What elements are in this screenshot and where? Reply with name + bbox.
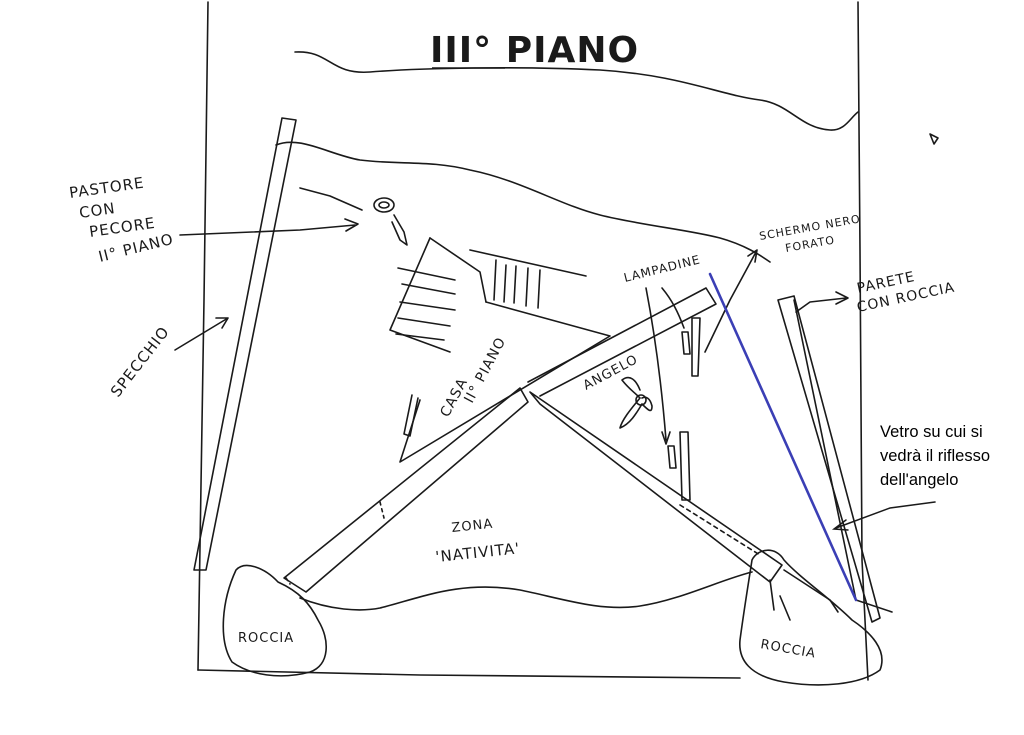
label-pastore-line2: CON — [78, 199, 117, 222]
top-right-plank — [527, 287, 717, 397]
pastore-arrow — [179, 218, 359, 236]
backdrop-middle-curve — [275, 141, 771, 263]
glass-annotation-line3: dell'angelo — [880, 471, 959, 489]
casa-wall — [399, 301, 611, 463]
right-diagonal-plank — [529, 391, 783, 583]
mirror-arrow — [174, 317, 229, 351]
casa-roof — [389, 237, 451, 353]
label-specchio: SPECCHIO — [107, 323, 173, 401]
lamps-arrow-top — [661, 287, 685, 329]
glass-pane — [708, 272, 858, 602]
pastore-figure — [373, 197, 395, 213]
label-roccia-right: ROCCIA — [759, 637, 817, 662]
glass-annotation: Vetro su cui si vedrà il riflesso dell'a… — [880, 420, 1020, 492]
left-diagonal-plank — [283, 387, 529, 593]
label-casa-piano: II° PIANO — [461, 334, 509, 405]
ground-curve — [299, 571, 753, 611]
backdrop-top-curve — [294, 51, 859, 131]
rock-wall — [777, 295, 881, 623]
label-lampadine: LAMPADINE — [622, 252, 702, 285]
lamp-top — [681, 331, 691, 355]
frame-left-edge — [197, 1, 209, 671]
label-zona-line1: ZONA — [451, 517, 494, 536]
frame-bottom-edge — [197, 669, 741, 679]
rock-right — [739, 549, 883, 686]
lamps-arrow-bottom — [645, 287, 671, 445]
page-title: III° PIANO — [430, 30, 639, 71]
rock-wall-arrow — [795, 291, 849, 313]
mirror-strip — [193, 117, 297, 571]
glass-annotation-line2: vedrà il riflesso — [880, 447, 991, 465]
screen-upper — [691, 317, 701, 377]
screen-arrow — [704, 249, 758, 353]
glass-annotation-line1: Vetro su cui si — [880, 423, 983, 441]
frame-right-edge — [857, 1, 869, 681]
rock-left — [222, 564, 327, 677]
label-roccia-left: ROCCIA — [238, 631, 294, 646]
lamp-bottom — [667, 445, 677, 469]
glass-annotation-arrow — [831, 501, 936, 531]
label-zona-line2: 'NATIVITA' — [435, 539, 522, 566]
label-pastore-line1: PASTORE — [68, 174, 146, 202]
screen-lower — [679, 431, 691, 501]
